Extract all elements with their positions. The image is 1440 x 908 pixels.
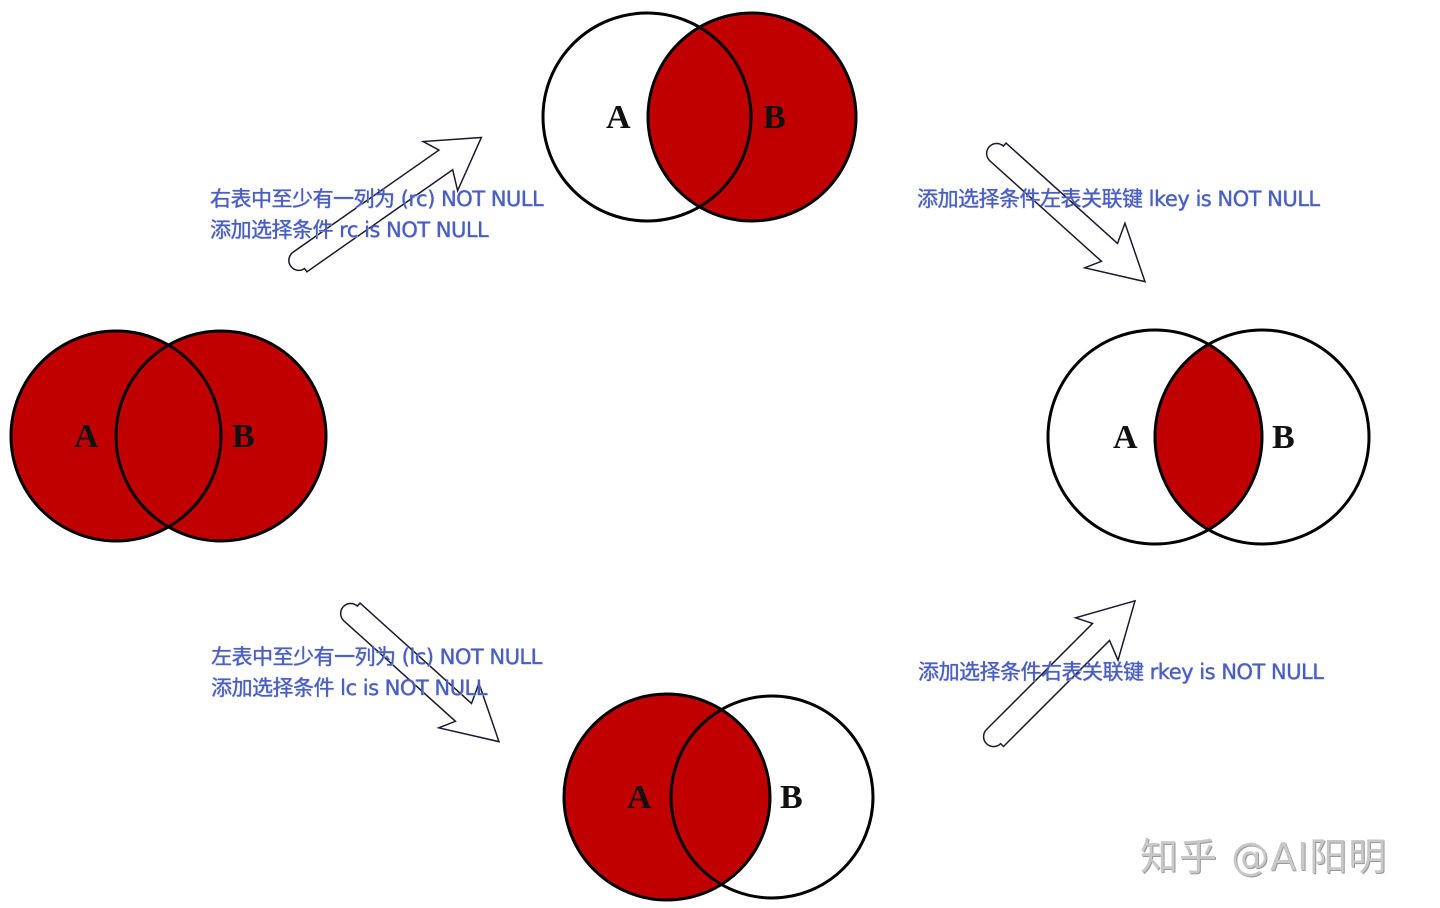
condition-line-1: 添加选择条件左表关联键 lkey is NOT NULL [917, 187, 1320, 211]
condition-label-lkey: 添加选择条件左表关联键 lkey is NOT NULL [917, 184, 1320, 215]
label-a: A [627, 779, 652, 816]
label-b: B [1272, 419, 1295, 456]
circle-a [564, 694, 770, 900]
label-a: A [1113, 419, 1138, 456]
venn-full-outer: A B [9, 329, 328, 543]
condition-line-2: 添加选择条件 lc is NOT NULL [211, 676, 487, 700]
label-a: A [74, 418, 99, 455]
condition-line-1: 添加选择条件右表关联键 rkey is NOT NULL [918, 660, 1324, 684]
condition-line-1: 左表中至少有一列为 (lc) NOT NULL [211, 645, 542, 669]
arrow-down-right-icon [985, 142, 1147, 283]
venn-right-join: A B [541, 11, 858, 223]
venn-inner-join: A B [1046, 328, 1371, 546]
condition-label-right-join: 右表中至少有一列为 (rc) NOT NULL 添加选择条件 rc is NOT… [210, 184, 544, 246]
watermark: 知乎 @AI阳明 [1140, 835, 1388, 879]
label-b: B [232, 418, 255, 455]
condition-line-2: 添加选择条件 rc is NOT NULL [210, 218, 489, 242]
condition-line-1: 右表中至少有一列为 (rc) NOT NULL [210, 187, 544, 211]
label-b: B [780, 779, 803, 816]
arrow-down-right-icon [339, 602, 501, 743]
venn-left-join: A B [562, 692, 875, 902]
intersection [1155, 330, 1262, 544]
arrow-up-right-icon [982, 599, 1137, 748]
arrow-up-right-icon [288, 136, 483, 273]
condition-label-rkey: 添加选择条件右表关联键 rkey is NOT NULL [918, 657, 1324, 688]
condition-label-left-join: 左表中至少有一列为 (lc) NOT NULL 添加选择条件 lc is NOT… [211, 642, 542, 704]
label-a: A [606, 99, 631, 136]
label-b: B [763, 99, 786, 136]
